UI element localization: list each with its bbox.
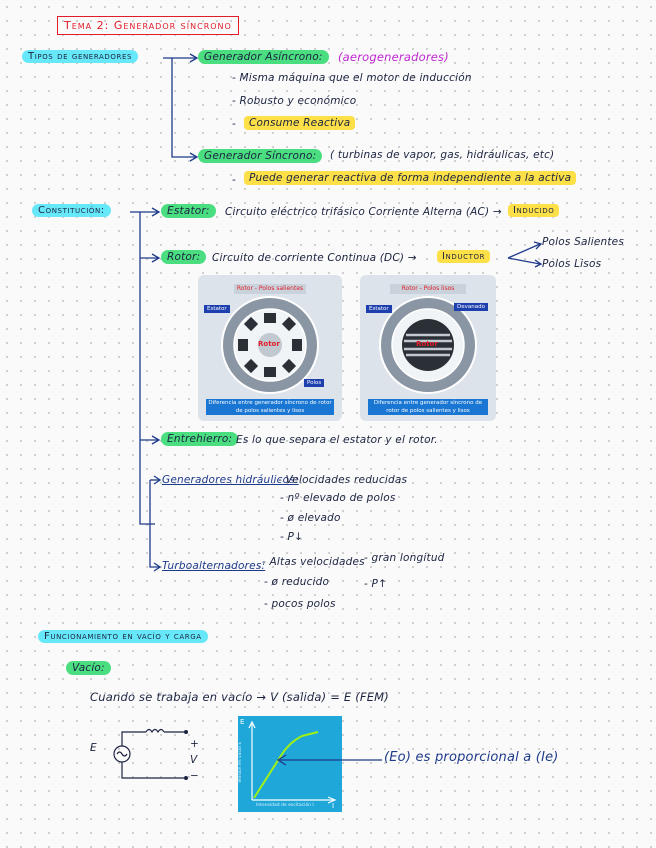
estator-text: Circuito eléctrico trifásico Corriente A… <box>225 206 502 218</box>
diagram-polos-lisos: Rotor - Polos lisos Rotor Estator Devana… <box>360 275 496 421</box>
constitucion-label: Constitución: <box>32 204 111 217</box>
plot-y-axis: E <box>240 718 245 726</box>
asincrono-dash: - <box>232 118 236 130</box>
diagram1-top-label: Rotor - Polos salientes <box>234 284 306 294</box>
sincrono-item: Puede generar reactiva de forma independ… <box>244 171 577 185</box>
hidraulicos-item-4: - P↓ <box>280 531 304 543</box>
polos-lisos: Polos Lisos <box>542 258 602 270</box>
estator-label: Estator: <box>161 204 216 218</box>
turbo-item-5: - pocos polos <box>264 598 336 610</box>
asincrono-item-1: - Misma máquina que el motor de inducció… <box>232 72 472 84</box>
turbo-item-2: - gran longitud <box>364 552 445 564</box>
diagram2-caption: Diferencia entre generador síncrono de r… <box>368 399 488 415</box>
vacio-plot: E I Intensidad de excitación I Tensión e… <box>238 716 342 812</box>
circuit-e-label: E <box>90 742 97 754</box>
vacio-curve <box>248 720 337 804</box>
vacio-label: Vacío: <box>66 661 111 675</box>
plot-xlabel: Intensidad de excitación I <box>256 803 314 808</box>
inducido-tag: Inducido <box>508 204 560 217</box>
rotor-text: Circuito de corriente Continua (DC) → <box>212 252 417 264</box>
note-arrow <box>276 754 382 766</box>
proporcional-note: (Eo) es proporcional a (Ie) <box>384 750 559 765</box>
asincrono-label: Generador Asíncrono: <box>198 50 329 64</box>
entrehierro-text: Es lo que separa el estator y el rotor. <box>236 434 438 446</box>
circuit-v-label: V <box>190 754 198 766</box>
inductor-tag: Inductor <box>437 250 491 263</box>
plot-ylabel: Tensión en vacío E <box>238 741 244 784</box>
hidraulicos-item-1: - Velocidades reducidas <box>278 474 408 486</box>
diagram1-left-label: Estator <box>204 305 230 313</box>
vacio-text: Cuando se trabaja en vacío → V (salida) … <box>90 690 389 704</box>
hidraulicos-label: Generadores hidráulicos: <box>162 474 299 486</box>
hidraulicos-item-2: - nº elevado de polos <box>280 492 396 504</box>
funcionamiento-label: Funcionamiento en vacío y carga <box>38 630 208 643</box>
diagram1-right-label: Polos <box>304 379 325 387</box>
stator-rotor-smooth-icon <box>379 296 477 394</box>
circuit-icon <box>113 728 188 780</box>
circuit-minus: − <box>190 770 199 782</box>
diagram2-left-label: Estator <box>366 305 392 313</box>
diagram2-right-label: Devanado <box>454 303 488 311</box>
hidraulicos-item-3: - ø elevado <box>280 512 341 524</box>
entrehierro-label: Entrehierro: <box>161 432 239 446</box>
rotor-label: Rotor: <box>161 250 207 264</box>
tipos-label: Tipos de generadores <box>22 50 139 63</box>
turbo-item-1: - Altas velocidades <box>262 556 365 568</box>
polos-salientes: Polos Salientes <box>542 236 625 248</box>
diagram2-center-label: Rotor <box>416 340 438 348</box>
diagram2-top-label: Rotor - Polos lisos <box>390 284 466 294</box>
stator-rotor-salient-icon <box>221 296 319 394</box>
asincrono-note: (aerogeneradores) <box>338 50 449 64</box>
turbo-item-4: - P↑ <box>364 578 388 590</box>
diagram1-center-label: Rotor <box>258 340 280 348</box>
turbo-item-3: - ø reducido <box>264 576 330 588</box>
page-title: Tema 2: Generador síncrono <box>57 16 239 35</box>
circuit-plus: + <box>190 738 199 750</box>
asincrono-item-2: - Robusto y económico <box>232 95 357 107</box>
turbo-label: Turboalternadores: <box>162 560 266 572</box>
consumo-reactiva: Consume Reactiva <box>244 116 356 130</box>
diagram1-caption: Diferencia entre generador síncrono de r… <box>206 399 334 415</box>
plot-x-axis: I <box>332 802 335 810</box>
diagram-polos-salientes: Rotor - Polos salientes Rotor Estator Po… <box>198 275 342 421</box>
sincrono-label: Generador Síncrono: <box>198 149 323 163</box>
sincrono-dash: - <box>232 174 236 186</box>
sincrono-note: ( turbinas de vapor, gas, hidráulicas, e… <box>330 149 555 161</box>
